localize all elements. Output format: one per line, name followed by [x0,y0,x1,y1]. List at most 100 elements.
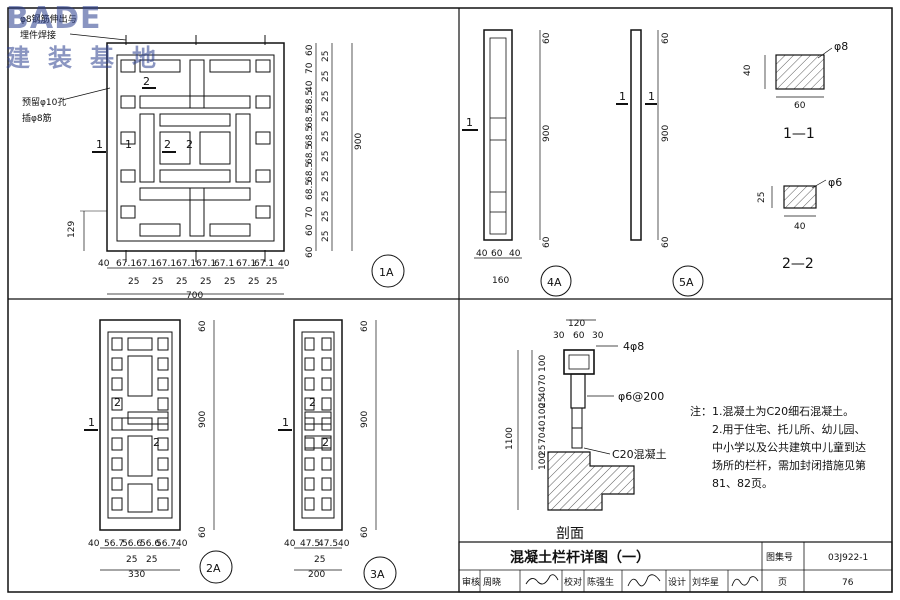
panel-tag-4a: 4A [547,276,562,289]
dim-2a-b: 56.7 [156,539,176,549]
dim-1a-v: 68.5 [305,126,315,146]
dim-1a-h2: 25 [248,277,259,287]
lattice-opening [157,477,169,491]
dim-1a-v2: 25 [321,191,331,202]
lattice-opening [111,337,123,351]
dim-1a-v: 70 [305,206,315,218]
lattice-opening [157,377,169,391]
dim-1a-h: 67.1 [254,259,274,269]
dims-1a-right: 60704068.568.568.568.568.568.57060602525… [305,44,331,258]
dim-4a-bottom: 60 [542,236,552,248]
profile-top-120: 120 [568,319,585,329]
section-1-1-shape [775,54,825,90]
dim-1a-h2: 25 [224,277,235,287]
lattice-opening [189,59,205,109]
dim-1a-h: 40 [278,259,290,269]
section-1-1: φ8 40 60 1—1 [743,40,848,142]
dim-profile-v: 25 [538,445,548,456]
dim-2a-900: 900 [198,411,208,428]
note-line-1: 注：1.混凝土为C20细石混凝土。 [690,404,854,418]
svg-text:40: 40 [509,249,521,259]
svg-text:设计: 设计 [668,576,686,588]
section-2-2: φ6 25 40 2—2 [757,176,842,272]
dim-1a-h: 67.1 [136,259,156,269]
svg-text:60: 60 [360,320,370,332]
dim-1a-v2: 25 [321,131,331,142]
atlas-number: 03J922-1 [828,553,868,563]
dim-1a-h: 67.1 [214,259,234,269]
dim-left-129: 129 [67,221,77,238]
lattice-opening [159,169,231,183]
lattice-opening [120,205,136,219]
dim-1a-h: 67.1 [196,259,216,269]
dim-2a-b2: 25 [126,555,137,565]
svg-text:60: 60 [573,331,585,341]
lattice-opening [304,435,332,449]
lattice-opening [255,131,271,145]
lattice-opening [139,95,251,109]
svg-text:审核: 审核 [462,576,480,588]
profile-height-1100: 1100 [505,427,515,450]
dim-1a-v: 70 [305,62,315,74]
panel-tag-1a: 1A [379,266,394,279]
dim-2a-b: 56.6 [122,539,142,549]
dim-profile-v: 100 [538,453,548,470]
profile-stirrup: φ6@200 [618,390,664,403]
dim-2a-b: 40 [88,539,100,549]
svg-text:2: 2 [322,436,329,449]
section-1-1-title: 1—1 [783,126,815,142]
svg-text:陈强生: 陈强生 [587,576,614,588]
dim-height-900: 900 [354,133,364,150]
dim-5a-900: 900 [661,125,671,142]
svg-text:1: 1 [88,416,95,429]
svg-text:40: 40 [794,222,806,232]
dim-5a-top: 60 [661,32,671,44]
dim-profile-v: 25 [538,397,548,408]
lattice-opening [111,377,123,391]
lattice-opening [321,357,332,371]
lattice-opening [235,113,251,183]
dim-2a-total: 330 [128,570,145,580]
lattice-opening [139,223,181,237]
lattice-opening [127,337,153,351]
page-label: 页 [778,577,787,588]
lattice-opening [159,131,191,165]
note-line-3: 中小学以及公共建筑中儿童到达 [712,440,866,454]
dim-1a-v2: 25 [321,71,331,82]
panel-4a: 1 60 900 60 40 60 40 160 4A [462,29,572,297]
lattice-opening [111,437,123,451]
railing-2a-outer [99,319,181,531]
profile-title: 剖面 [556,526,584,542]
dim-profile-v: 70 [538,432,548,444]
dim-1a-h2: 25 [176,277,187,287]
profile-concrete-label: C20混凝土 [612,447,667,461]
dim-5a-bottom: 60 [661,236,671,248]
callout-rebar-line1: φ8钢筋伸出与 [20,13,77,25]
dim-4a-total: 160 [492,276,509,286]
svg-text:1: 1 [282,416,289,429]
dim-1a-h: 67.1 [116,259,136,269]
lattice-opening [111,477,123,491]
lattice-opening [159,113,231,127]
lattice-opening [120,169,136,183]
lattice-opening [209,59,251,73]
svg-text:30: 30 [553,331,565,341]
title-block: 混凝土栏杆详图（一） 图集号 03J922-1 页 76 审核 周晓 校对 陈强… [458,541,893,593]
dim-3a-b: 40 [284,539,296,549]
railing-1a-outer [106,42,285,252]
dim-1a-h2: 25 [128,277,139,287]
dim-1a-h: 67.1 [176,259,196,269]
lattice-opening [304,377,315,391]
dim-profile-v: 40 [538,386,548,398]
section-2-2-bar: φ6 [828,176,842,189]
svg-text:60: 60 [198,526,208,538]
dim-profile-v: 70 [538,374,548,386]
lattice-opening [127,435,153,477]
lattice-opening [157,437,169,451]
lattice-opening [255,169,271,183]
